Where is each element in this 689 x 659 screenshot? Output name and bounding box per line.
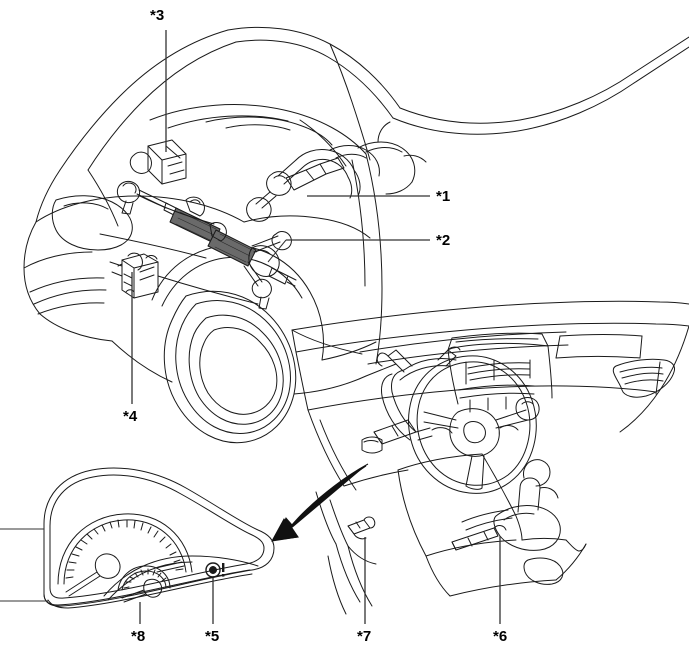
component-6 — [451, 525, 507, 551]
callout-label-6: *6 — [493, 628, 508, 645]
control-module-4 — [109, 252, 159, 299]
detail-view-arrow — [271, 463, 369, 542]
steering-gear-assembly — [116, 180, 297, 310]
callout-label-2: *2 — [436, 232, 451, 249]
callout-label-4: *4 — [123, 408, 138, 425]
steering-wheel — [408, 355, 537, 494]
component-7 — [347, 516, 376, 540]
engine-compartment-view — [23, 26, 689, 444]
control-module-3 — [129, 139, 187, 185]
leader-lines — [0, 30, 501, 624]
steering-column-assembly — [246, 121, 427, 222]
callout-label-5: *5 — [205, 628, 220, 645]
callout-label-7: *7 — [357, 628, 372, 645]
leader-2-angle — [267, 239, 287, 263]
callout-label-1: *1 — [436, 188, 451, 205]
instrument-panel-view — [291, 300, 689, 615]
steering-warning-icon — [205, 562, 225, 578]
combination-meter-detail — [43, 467, 275, 609]
callout-label-3: *3 — [150, 7, 165, 24]
steering-column-cover — [361, 346, 461, 454]
callout-label-8: *8 — [131, 628, 146, 645]
